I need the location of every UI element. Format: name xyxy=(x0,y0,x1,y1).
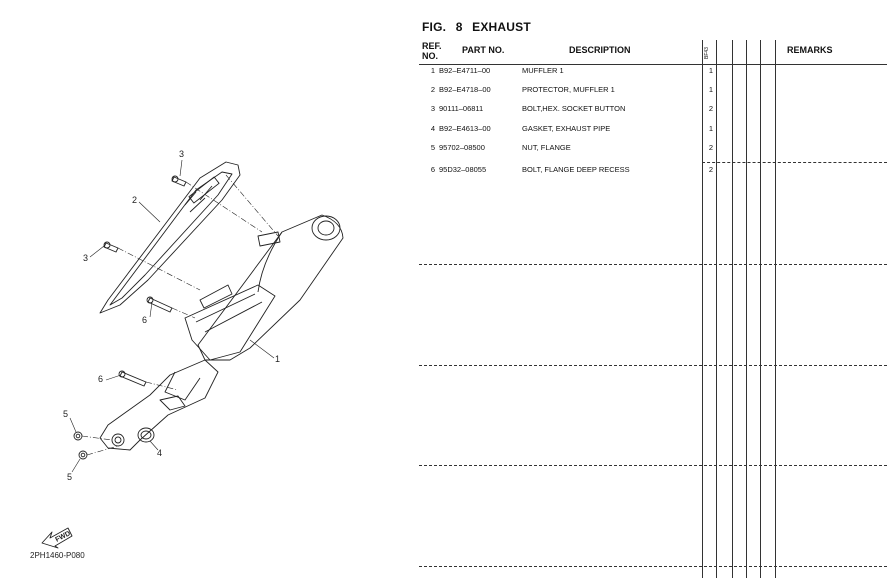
table-row: 5 95702–08500 NUT, FLANGE 2 xyxy=(419,143,719,155)
column-rule xyxy=(775,40,776,578)
figure-title: FIG. 8 EXHAUST xyxy=(422,20,537,34)
callout-5-bottom: 5 xyxy=(67,472,72,482)
diagram-code: 2PH1460-P080 xyxy=(30,551,85,560)
row-description: NUT, FLANGE xyxy=(522,143,571,152)
row-qty: 1 xyxy=(708,124,714,133)
header-ref-no: REF. NO. xyxy=(422,41,442,68)
table-row: 6 95D32–08055 BOLT, FLANGE DEEP RECESS 2 xyxy=(419,165,719,177)
table-row: 1 B92–E4711–00 MUFFLER 1 1 xyxy=(419,66,719,78)
row-part-no: B92–E4718–00 xyxy=(439,85,491,94)
row-qty: 2 xyxy=(708,143,714,152)
header-rule xyxy=(419,64,887,65)
row-description: PROTECTOR, MUFFLER 1 xyxy=(522,85,615,94)
protector-muffler-part xyxy=(99,161,241,314)
callout-1: 1 xyxy=(275,354,280,364)
row-ref: 6 xyxy=(430,165,435,174)
table-row: 3 90111–06811 BOLT,HEX. SOCKET BUTTON 2 xyxy=(419,104,719,116)
row-part-no: 95D32–08055 xyxy=(439,165,487,174)
nut-flange-parts xyxy=(73,431,88,460)
section-rule xyxy=(419,264,887,265)
callout-3-left: 3 xyxy=(83,253,88,263)
row-qty: 2 xyxy=(708,104,714,113)
header-remarks: REMARKS xyxy=(787,45,833,55)
table-row: 2 B92–E4718–00 PROTECTOR, MUFFLER 1 1 xyxy=(419,85,719,97)
callout-6-top: 6 xyxy=(142,315,147,325)
row-ref: 4 xyxy=(430,124,435,133)
bolt-flange-parts xyxy=(118,296,173,387)
section-rule xyxy=(419,465,887,466)
row-qty: 2 xyxy=(708,165,714,174)
row-ref: 3 xyxy=(430,104,435,113)
fig-name: EXHAUST xyxy=(472,20,531,34)
column-rule xyxy=(716,40,717,578)
fig-number: 8 xyxy=(455,20,463,34)
parts-table: REF. NO. PART NO. DESCRIPTION BF43 REMAR… xyxy=(419,38,887,578)
fwd-arrow-icon xyxy=(41,527,73,549)
row-part-no: 90111–06811 xyxy=(439,104,484,113)
row-ref: 5 xyxy=(430,143,435,152)
row-description: BOLT,HEX. SOCKET BUTTON xyxy=(522,104,626,113)
section-rule xyxy=(419,566,887,567)
row-ref: 2 xyxy=(430,85,435,94)
row-qty: 1 xyxy=(708,66,714,75)
column-rule xyxy=(746,40,747,578)
row-description: MUFFLER 1 xyxy=(522,66,564,75)
header-description: DESCRIPTION xyxy=(569,45,631,55)
bolt-hex-socket-parts xyxy=(103,175,187,253)
section-rule xyxy=(419,365,887,366)
row-part-no: B92–E4613–00 xyxy=(439,124,491,133)
callout-3-top: 3 xyxy=(179,149,184,159)
callout-6-bottom: 6 xyxy=(98,374,103,384)
muffler-part xyxy=(99,214,344,451)
row-description: BOLT, FLANGE DEEP RECESS xyxy=(522,165,630,174)
column-rule xyxy=(760,40,761,578)
row-rule xyxy=(702,162,887,163)
header-model-code: BF43 xyxy=(704,47,710,59)
header-part-no: PART NO. xyxy=(462,45,505,55)
fig-label: FIG. xyxy=(422,20,447,34)
gasket-part xyxy=(137,427,155,443)
row-part-no: 95702–08500 xyxy=(439,143,485,152)
row-ref: 1 xyxy=(430,66,435,75)
row-part-no: B92–E4711–00 xyxy=(439,66,491,75)
row-qty: 1 xyxy=(708,85,714,94)
table-row: 4 B92–E4613–00 GASKET, EXHAUST PIPE 1 xyxy=(419,124,719,136)
row-description: GASKET, EXHAUST PIPE xyxy=(522,124,611,133)
header-ref-line2: NO. xyxy=(422,51,439,61)
column-rule xyxy=(702,40,703,578)
header-ref-line1: REF. xyxy=(422,41,442,51)
fwd-label: FWD xyxy=(54,530,71,544)
exhaust-exploded-diagram: 3 2 3 6 6 1 5 5 4 FWD xyxy=(41,149,344,549)
callout-4: 4 xyxy=(157,448,162,458)
callout-5-top: 5 xyxy=(63,409,68,419)
callout-2: 2 xyxy=(132,195,137,205)
column-rule xyxy=(732,40,733,578)
